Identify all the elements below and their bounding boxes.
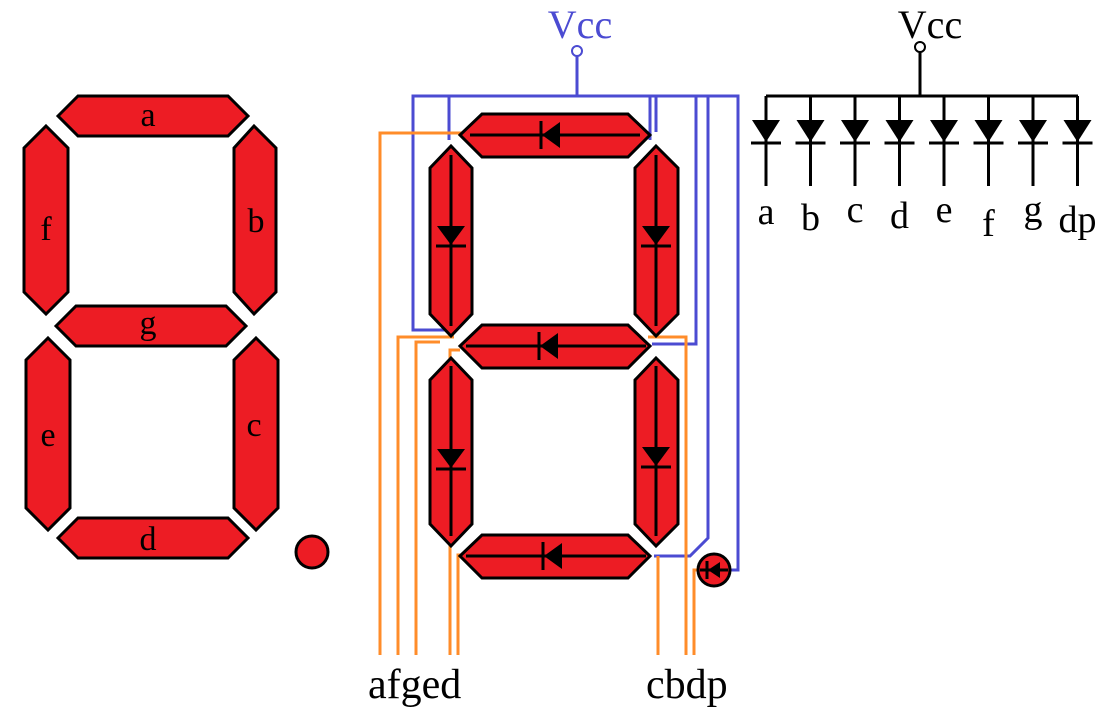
segment-d-label: d bbox=[140, 521, 157, 558]
segment-a bbox=[55, 94, 251, 138]
cathode-line-g bbox=[414, 340, 440, 655]
schematic-diode-b bbox=[642, 226, 670, 245]
segment-c-label: c bbox=[246, 407, 261, 444]
right-vcc-node bbox=[914, 41, 926, 53]
decimal-point bbox=[294, 534, 330, 570]
cathode-line-d bbox=[456, 553, 466, 655]
schematic-diode-f bbox=[437, 226, 465, 245]
cathode-line-e bbox=[448, 348, 460, 655]
cathode-line-dp bbox=[692, 568, 700, 655]
middle-vcc-node bbox=[571, 45, 583, 57]
schematic-diode-d bbox=[544, 543, 562, 569]
segment-g-label: g bbox=[140, 305, 157, 342]
diode-label-dp: dp bbox=[1059, 199, 1095, 241]
anode-bus-left bbox=[411, 94, 577, 332]
diode-label-b: b bbox=[801, 197, 820, 239]
pin-labels-left: afged bbox=[368, 662, 461, 708]
diode-label-a: a bbox=[758, 191, 775, 233]
diode-g bbox=[1019, 120, 1047, 142]
anode-bus-g bbox=[652, 96, 698, 346]
diode-b bbox=[796, 120, 825, 142]
diode-label-c: c bbox=[847, 189, 864, 231]
segment-e bbox=[24, 335, 72, 533]
diode-label-f: f bbox=[982, 203, 995, 245]
segment-b-label: b bbox=[248, 203, 265, 240]
schematic-diode-dp bbox=[708, 562, 720, 578]
cathode-line-b bbox=[648, 335, 688, 655]
cathode-line-f bbox=[396, 335, 454, 655]
diode-dp bbox=[1063, 120, 1092, 142]
middle-vcc-label: Vcc bbox=[548, 2, 612, 47]
left-seven-segment-display: a b f g e c d bbox=[22, 94, 330, 570]
cathode-line-a bbox=[378, 131, 462, 655]
diode-label-g: g bbox=[1024, 189, 1043, 231]
schematic-diode-e bbox=[437, 449, 465, 468]
segment-f bbox=[22, 123, 70, 317]
diode-d bbox=[885, 120, 914, 142]
diode-label-e: e bbox=[936, 189, 953, 231]
segment-b bbox=[232, 123, 278, 317]
segment-c bbox=[232, 335, 280, 533]
anode-bus-c bbox=[654, 96, 710, 558]
diode-c bbox=[841, 120, 869, 142]
pin-labels-right: cbdp bbox=[646, 662, 728, 708]
middle-schematic: Vcc bbox=[368, 2, 740, 708]
right-vcc-label: Vcc bbox=[898, 2, 962, 47]
diode-a bbox=[752, 120, 780, 142]
segment-a-label: a bbox=[140, 97, 155, 134]
schematic-diode-a bbox=[542, 122, 560, 148]
diode-f bbox=[974, 120, 1003, 142]
segment-g bbox=[53, 304, 249, 348]
segment-f-label: f bbox=[40, 211, 52, 248]
schematic-diode-c bbox=[642, 447, 670, 466]
segment-e-label: e bbox=[40, 417, 55, 454]
diode-label-d: d bbox=[890, 195, 909, 237]
segment-d bbox=[55, 516, 251, 560]
diode-e bbox=[930, 120, 958, 142]
schematic-diode-g bbox=[540, 333, 558, 359]
